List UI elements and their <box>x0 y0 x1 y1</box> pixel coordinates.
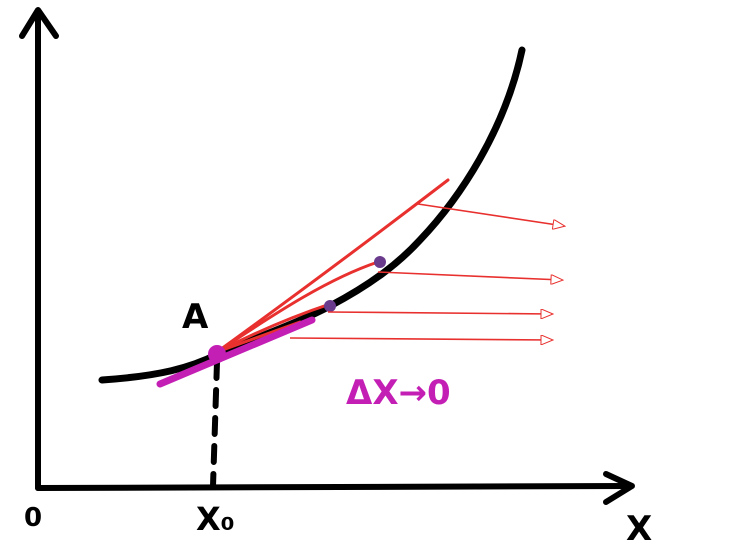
x-axis-label: X <box>626 509 652 549</box>
secant-point-dot-1 <box>324 300 336 312</box>
secant-point-dot-2 <box>374 256 386 268</box>
arrow-1 <box>417 203 564 226</box>
function-curve <box>98 46 526 384</box>
secant-line-3 <box>215 302 332 354</box>
x-axis <box>35 483 631 491</box>
y-axis-arrowhead <box>19 7 59 39</box>
arrow-4 <box>289 338 552 340</box>
arrow-2 <box>377 271 562 280</box>
x-axis-arrowhead <box>603 471 635 505</box>
delta-label: ΔX→0 <box>346 373 451 413</box>
secant-line-2 <box>215 260 380 354</box>
secant-line-1 <box>215 178 450 354</box>
secant-line-4 <box>215 320 302 354</box>
x0-dashed-line <box>210 359 220 489</box>
point-a-dot <box>208 345 226 363</box>
tangent-line <box>156 316 316 388</box>
origin-label: 0 <box>24 503 42 533</box>
x0-label: X₀ <box>196 500 235 538</box>
point-a-label: A <box>182 297 209 337</box>
arrow-3 <box>327 312 552 314</box>
